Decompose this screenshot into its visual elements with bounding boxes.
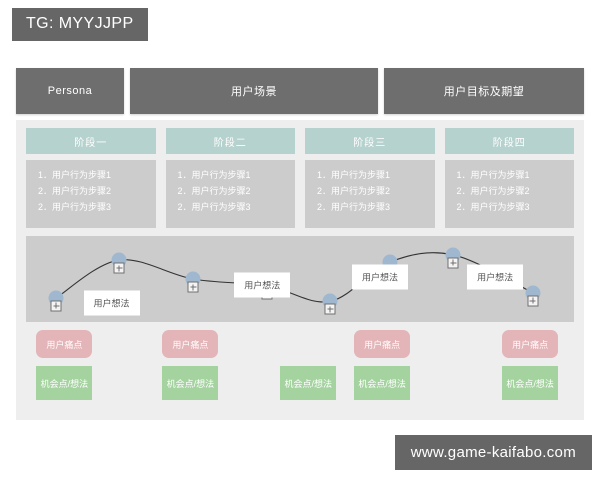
header-cell-scenario[interactable]: 用户场景 — [130, 68, 378, 114]
behavior-step: 2．用户行为步骤3 — [317, 201, 391, 212]
header-cell-goals[interactable]: 用户目标及期望 — [384, 68, 584, 114]
add-node-icon[interactable] — [50, 300, 62, 312]
opportunity-row: 机会点/想法机会点/想法机会点/想法机会点/想法机会点/想法 — [26, 366, 574, 400]
opportunity-chip-1[interactable]: 机会点/想法 — [36, 366, 93, 400]
journey-map-board: 阶段一 1．用户行为步骤1 2．用户行为步骤2 2．用户行为步骤3 阶段二 1．用户行为步… — [16, 120, 584, 420]
user-thought-box-2[interactable]: 用户想法 — [234, 272, 291, 298]
add-node-icon[interactable] — [113, 262, 125, 274]
stage-steps-3: 1．用户行为步骤1 2．用户行为步骤2 2．用户行为步骤3 — [305, 160, 435, 228]
behavior-step: 1．用户行为步骤1 — [177, 170, 251, 180]
pain-point-row: 用户痛点 用户痛点 用户痛点 用户痛点 — [26, 330, 574, 360]
add-node-icon[interactable] — [447, 257, 459, 269]
pain-point-chip-2[interactable]: 用户痛点 — [162, 330, 219, 358]
user-thought-box-1[interactable]: 用户想法 — [83, 290, 140, 316]
pain-point-chip-3[interactable]: 用户痛点 — [354, 330, 411, 358]
stage-column: 阶段三 1．用户行为步骤1 2．用户行为步骤2 2．用户行为步骤3 — [305, 128, 435, 228]
emotion-curve-panel: 用户想法用户想法用户想法用户想法 — [26, 236, 574, 322]
stage-column: 阶段一 1．用户行为步骤1 2．用户行为步骤2 2．用户行为步骤3 — [26, 128, 156, 228]
stage-steps-1: 1．用户行为步骤1 2．用户行为步骤2 2．用户行为步骤3 — [26, 160, 156, 228]
stage-column: 阶段二 1．用户行为步骤1 2．用户行为步骤2 2．用户行为步骤3 — [165, 128, 295, 228]
opportunity-chip-2[interactable]: 机会点/想法 — [162, 366, 219, 400]
behavior-step: 2．用户行为步骤2 — [38, 185, 112, 196]
behavior-step: 2．用户行为步骤2 — [177, 185, 251, 196]
stage-header-2[interactable]: 阶段二 — [165, 128, 295, 154]
behavior-step: 2．用户行为步骤3 — [177, 201, 251, 212]
watermark: www.game-kaifabo.com — [394, 435, 592, 470]
behavior-step: 1．用户行为步骤1 — [456, 170, 530, 180]
add-node-icon[interactable] — [324, 303, 336, 315]
header-cell-persona[interactable]: Persona — [16, 68, 124, 114]
header-row: Persona 用户场景 用户目标及期望 — [16, 68, 584, 114]
opportunity-chip-4[interactable]: 机会点/想法 — [354, 366, 411, 400]
stage-header-1[interactable]: 阶段一 — [26, 128, 156, 154]
behavior-step: 2．用户行为步骤3 — [38, 201, 112, 212]
add-node-icon[interactable] — [187, 281, 199, 293]
pain-point-chip-4[interactable]: 用户痛点 — [502, 330, 559, 358]
add-node-icon[interactable] — [527, 295, 539, 307]
stage-header-4[interactable]: 阶段四 — [444, 128, 574, 154]
behavior-step: 2．用户行为步骤2 — [317, 185, 391, 196]
behavior-step: 1．用户行为步骤1 — [317, 170, 391, 180]
opportunity-chip-5[interactable]: 机会点/想法 — [502, 366, 559, 400]
user-thought-box-4[interactable]: 用户想法 — [467, 264, 524, 290]
opportunity-chip-3[interactable]: 机会点/想法 — [280, 366, 337, 400]
behavior-step: 1．用户行为步骤1 — [38, 170, 112, 180]
stage-steps-2: 1．用户行为步骤1 2．用户行为步骤2 2．用户行为步骤3 — [165, 160, 295, 228]
pain-point-chip-1[interactable]: 用户痛点 — [36, 330, 93, 358]
page-title-tag: TG: MYYJJPP — [12, 8, 148, 41]
stage-row: 阶段一 1．用户行为步骤1 2．用户行为步骤2 2．用户行为步骤3 阶段二 1．用户行为步… — [26, 128, 574, 228]
stage-header-3[interactable]: 阶段三 — [305, 128, 435, 154]
stage-column: 阶段四 1．用户行为步骤1 2．用户行为步骤2 2．用户行为步骤3 — [444, 128, 574, 228]
behavior-step: 2．用户行为步骤3 — [456, 201, 530, 212]
behavior-step: 2．用户行为步骤2 — [456, 185, 530, 196]
user-thought-box-3[interactable]: 用户想法 — [352, 264, 409, 290]
stage-steps-4: 1．用户行为步骤1 2．用户行为步骤2 2．用户行为步骤3 — [444, 160, 574, 228]
